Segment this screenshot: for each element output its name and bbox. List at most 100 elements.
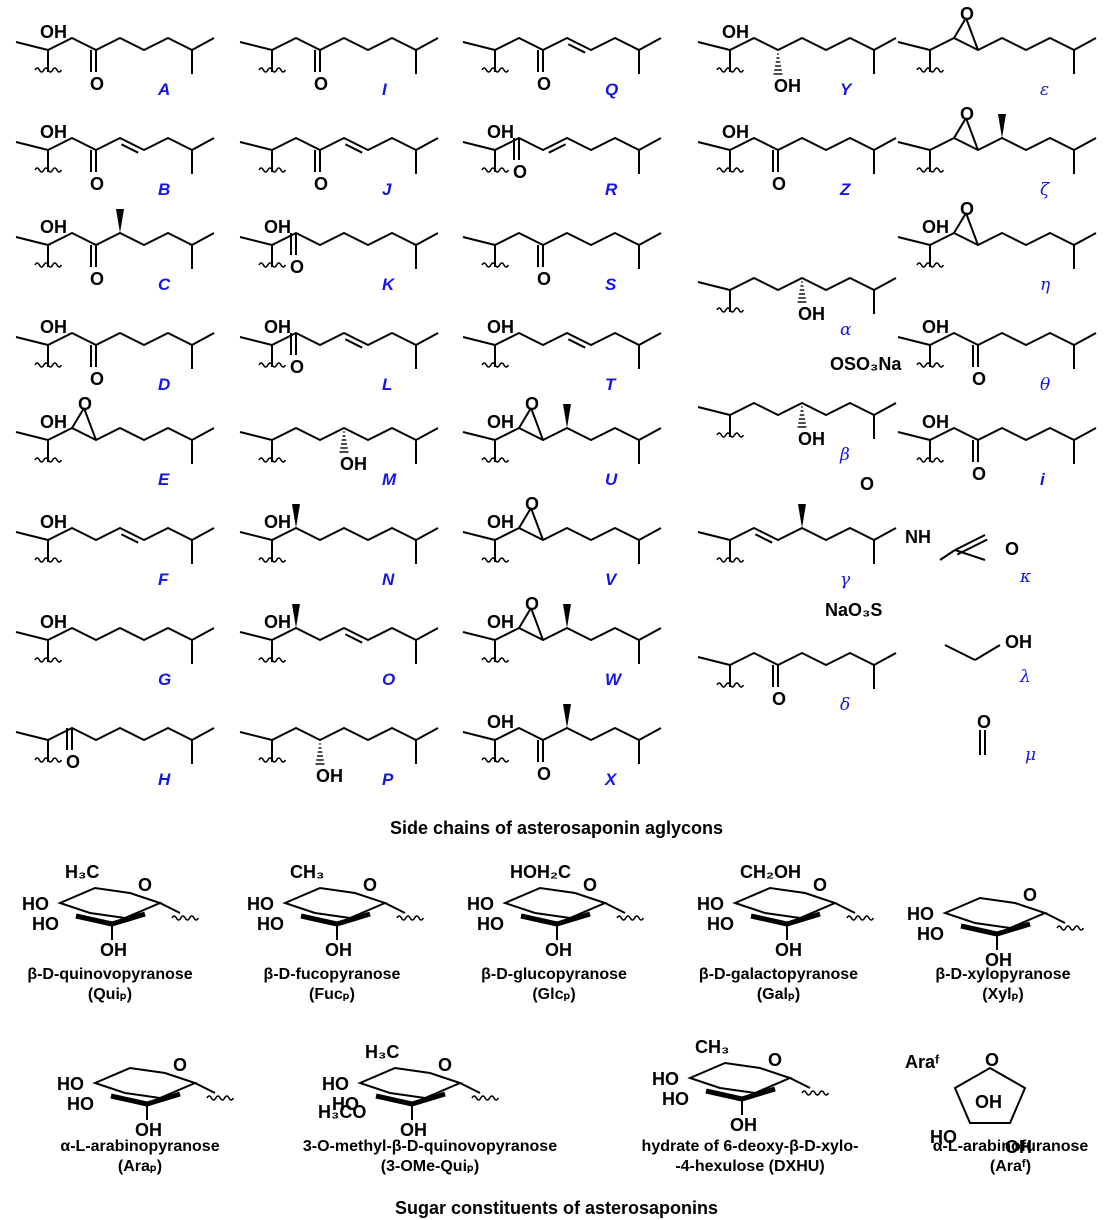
side-chain-col3-4-epoxide-o: O (525, 394, 539, 414)
side-chain-col4-3-bond (873, 402, 897, 416)
sugar-1-oh: OH (100, 940, 127, 960)
side-chain-col1-1-label: B (158, 180, 170, 199)
side-chain-kappa-bond (939, 549, 956, 561)
side-chain-col1-3-wavy (34, 362, 63, 368)
sugar-7-ho: HO (322, 1074, 349, 1094)
side-chain-col3-7-zigzag (494, 727, 640, 741)
sugar-6-wavy (206, 1095, 235, 1101)
side-chain-col3-0-o: O (537, 74, 551, 94)
side-chain-col2-6-bond (415, 627, 439, 641)
side-chain-col4-5-bond (873, 652, 897, 666)
side-chain-col4-4-wavy (716, 557, 745, 563)
sugar-name-7: 3-O-methyl-β-D-quinovopyranose(3-OMe-Qui… (270, 1137, 590, 1177)
side-chain-col5-4-bond (897, 431, 931, 441)
side-chain-col1-5-zigzag (47, 527, 193, 541)
side-chain-col2-0-o: O (314, 74, 328, 94)
side-chain-col4-1-bond (873, 137, 897, 151)
sugar-name-9: α-L-arabinofuranose(Araᶠ) (908, 1137, 1113, 1177)
side-chain-col3-0-label: Q (605, 80, 618, 99)
side-chain-col2-2-bond (415, 232, 439, 246)
sugar-1-top: H₃C (65, 862, 99, 882)
side-chain-col5-2-bond (897, 236, 931, 246)
side-chain-col2-7-bond (415, 727, 439, 741)
side-chain-col3-1-zigzag (494, 137, 640, 151)
side-chain-col3-0-zigzag (494, 37, 640, 51)
sugar-2-bold-edge (336, 911, 371, 927)
side-chain-col4-2-bond (697, 281, 731, 291)
side-chain-col2-7-bond (239, 731, 273, 741)
side-chain-col5-1-bond (897, 141, 931, 151)
side-chain-col1-7-bond (191, 727, 215, 741)
side-chain-col2-7-wavy (258, 757, 287, 763)
sugar-name: α-L-arabinofuranose (932, 1138, 1089, 1155)
side-chain-col2-4-zigzag (271, 427, 417, 441)
side-chain-col3-0-alkene (567, 43, 586, 54)
side-chain-col1-4-bond (83, 407, 97, 441)
side-chain-col5-1-label: ζ (1040, 180, 1051, 200)
sugar-4-wavy (846, 915, 875, 921)
side-chain-col5-4-o: O (972, 464, 986, 484)
side-chain-col2-7-label: P (382, 770, 394, 789)
side-chain-col3-4-wedge (563, 404, 571, 428)
side-chain-lambda-oh: OH (1005, 632, 1032, 652)
side-chain-col2-1-bond (415, 137, 439, 151)
side-chain-col5-2-wavy (916, 262, 945, 268)
side-chain-col1-4-epoxide-o: O (78, 394, 92, 414)
side-chain-col2-1-alkene (344, 143, 363, 154)
side-chain-col3-4-zigzag (494, 427, 640, 441)
side-chain-col3-6-zigzag (494, 627, 640, 641)
side-chain-col1-3-label: D (158, 375, 170, 394)
sugar-3-ho: HO (467, 894, 494, 914)
side-chain-col2-6-label: O (382, 670, 395, 689)
side-chain-col3-7-wedge (563, 704, 571, 728)
side-chain-col1-5-wavy (34, 557, 63, 563)
side-chain-col1-3-zigzag (47, 332, 193, 346)
sugar-9-ho: HO (930, 1127, 957, 1147)
side-chain-col5-0-bond (953, 17, 967, 39)
side-chain-col2-3-bond (415, 332, 439, 346)
side-chain-col3-5-bond (638, 527, 662, 541)
side-chain-col2-4-label: M (382, 470, 397, 489)
side-chain-col1-2-o: O (90, 269, 104, 289)
side-chain-col1-1-oh: OH (40, 122, 67, 142)
side-chain-gamma-nh: NH (905, 527, 931, 547)
side-chain-col2-4-bond (415, 427, 439, 441)
side-chain-mu-o: O (977, 712, 991, 732)
side-chain-col2-5-label: N (382, 570, 395, 589)
side-chain-col5-1-wedge (998, 114, 1006, 138)
sugar-8-bold-edge (741, 1086, 776, 1102)
side-chain-col2-5-wedge (292, 504, 300, 528)
side-chain-col3-2-wavy (481, 262, 510, 268)
side-chain-col3-6-bond (462, 631, 496, 641)
sugar-2-oh: OH (325, 940, 352, 960)
side-chain-col1-1-wavy (34, 167, 63, 173)
side-chain-col2-0-bond (239, 41, 273, 51)
side-chain-col5-0-bond (1073, 37, 1097, 51)
side-chain-col3-1-o: O (513, 162, 527, 182)
side-chain-col5-0-label: ε (1040, 80, 1049, 100)
side-chain-col2-6-alkene (344, 633, 363, 644)
sugar-abbr: (Quiₚ) (87, 986, 133, 1003)
side-chain-col5-3-label: θ (1040, 375, 1050, 395)
side-chain-col3-5-bond (518, 507, 532, 529)
side-chain-col3-6-oh: OH (487, 612, 514, 632)
side-chain-col3-2-bond (638, 232, 662, 246)
side-chain-col1-1-bond (191, 137, 215, 151)
sugar-6-bond (194, 1082, 216, 1094)
side-chain-col4-3-oh2: OH (798, 429, 825, 449)
sugar-8-bond (789, 1077, 811, 1089)
side-chain-col3-1-bond (638, 137, 662, 151)
side-chain-col1-5-bond (191, 527, 215, 541)
side-chain-col3-4-bond (518, 407, 532, 429)
sugar-abbr: -4-hexulose (DXHU) (675, 1158, 825, 1175)
sugar-name-3: β-D-glucopyranose(Glcₚ) (444, 965, 664, 1005)
sugar-name-6: α-L-arabinopyranose(Araₚ) (20, 1137, 260, 1177)
side-chain-col3-0-bond (462, 41, 496, 51)
side-chain-col5-2-oh: OH (922, 217, 949, 237)
sugar-7-bond (459, 1082, 481, 1094)
side-chain-col3-2-o: O (537, 269, 551, 289)
sugar-7-ring-o: O (438, 1055, 452, 1075)
side-chain-col1-4-label: E (158, 470, 170, 489)
side-chain-col3-6-bond (518, 607, 532, 629)
side-chain-col1-4-bond (191, 427, 215, 441)
